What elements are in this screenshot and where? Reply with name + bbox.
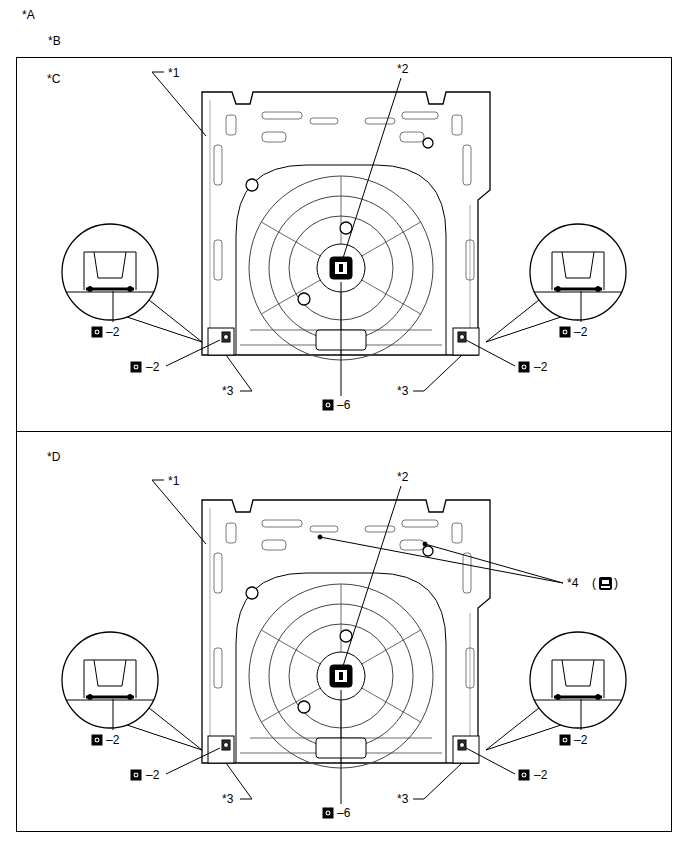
drawing-rect <box>602 580 609 584</box>
callout-number: *4 <box>567 576 578 590</box>
panel-frame: *C <box>16 57 672 432</box>
bolt-count: –2 <box>146 360 159 374</box>
callout-number: *3 <box>397 792 408 806</box>
bolt-count: –6 <box>337 398 350 412</box>
sealant-icon <box>599 577 612 590</box>
bracket: ) <box>614 576 618 590</box>
callout-number: *3 <box>397 384 408 398</box>
bolt-count: –2 <box>534 360 547 374</box>
bolt-count: –2 <box>574 733 587 747</box>
drawing-rect <box>599 577 612 590</box>
drawing-circle <box>423 542 427 546</box>
panel-letter: *C <box>47 72 60 86</box>
bolt-count: –2 <box>574 325 587 339</box>
callout-number: *3 <box>222 792 233 806</box>
callout-number: *3 <box>222 384 233 398</box>
bolt-count: –2 <box>106 325 119 339</box>
bolt-count: –2 <box>534 768 547 782</box>
floor-panel-c <box>62 72 626 410</box>
panel-letter: *D <box>47 450 60 464</box>
callout-number: *2 <box>397 470 408 484</box>
drawing-rect <box>601 586 610 588</box>
floor-panel-d <box>62 480 626 818</box>
view-letter: *B <box>48 34 61 48</box>
drawing-line <box>425 544 563 583</box>
callout-number: *1 <box>168 66 179 80</box>
bolt-count: –6 <box>337 806 350 820</box>
sealant-leaders <box>318 535 563 583</box>
panel-frame: *D <box>16 431 672 832</box>
bolt-count: –2 <box>146 768 159 782</box>
drawing-line <box>320 537 563 583</box>
callout-number: *1 <box>168 474 179 488</box>
bracket: ( <box>592 576 596 590</box>
view-letter: *A <box>22 8 35 22</box>
bolt-count: –2 <box>106 733 119 747</box>
callout-number: *2 <box>397 62 408 76</box>
drawing-circle <box>318 535 322 539</box>
